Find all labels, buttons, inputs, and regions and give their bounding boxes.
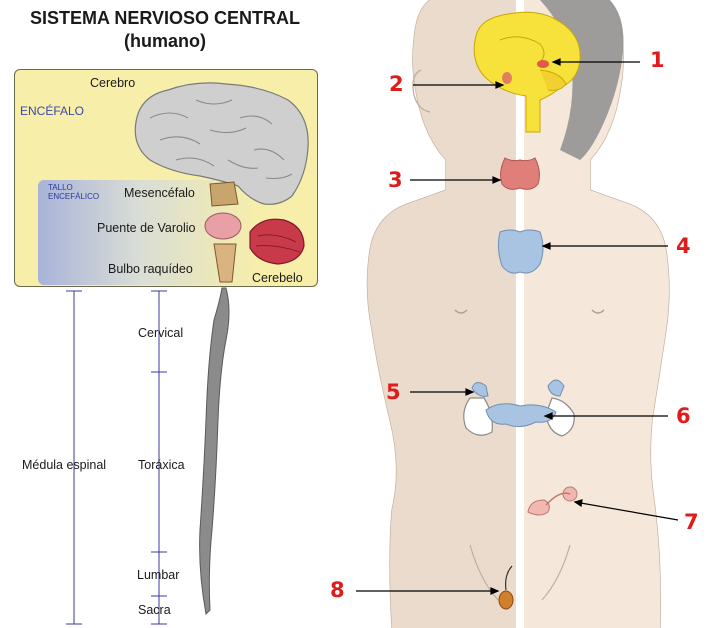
label-puente-de-varolio: Puente de Varolio	[97, 221, 195, 235]
spinal-cord	[200, 288, 229, 614]
callout-number-6: 6	[676, 404, 691, 428]
callout-number-4: 4	[676, 234, 691, 258]
pineal-gland	[537, 60, 549, 68]
label-cerebro: Cerebro	[90, 76, 135, 90]
label-lumbar: Lumbar	[137, 568, 179, 582]
callout-number-5: 5	[386, 380, 401, 404]
thymus-gland	[498, 230, 543, 273]
pituitary-gland	[502, 72, 512, 84]
label-medula-espinal: Médula espinal	[22, 458, 106, 472]
label-sacra: Sacra	[138, 603, 171, 617]
callout-number-1: 1	[650, 48, 665, 72]
label-toraxica: Toráxica	[138, 458, 185, 472]
mesencefalo-shape	[210, 182, 238, 206]
callout-number-3: 3	[388, 168, 403, 192]
label-cerebelo: Cerebelo	[252, 271, 303, 285]
label-tallo-encefalico: TALLO ENCEFÁLICO	[48, 183, 99, 201]
label-mesencefalo: Mesencéfalo	[124, 186, 195, 200]
callout-number-2: 2	[389, 72, 404, 96]
thyroid-gland	[501, 158, 540, 189]
puente-shape	[205, 213, 241, 239]
callout-number-7: 7	[684, 510, 699, 534]
label-cervical: Cervical	[138, 326, 183, 340]
label-bulbo-raquideo: Bulbo raquídeo	[108, 262, 193, 276]
label-encefalo: ENCÉFALO	[20, 104, 84, 118]
callout-number-8: 8	[330, 578, 345, 602]
bulbo-shape	[214, 244, 236, 282]
